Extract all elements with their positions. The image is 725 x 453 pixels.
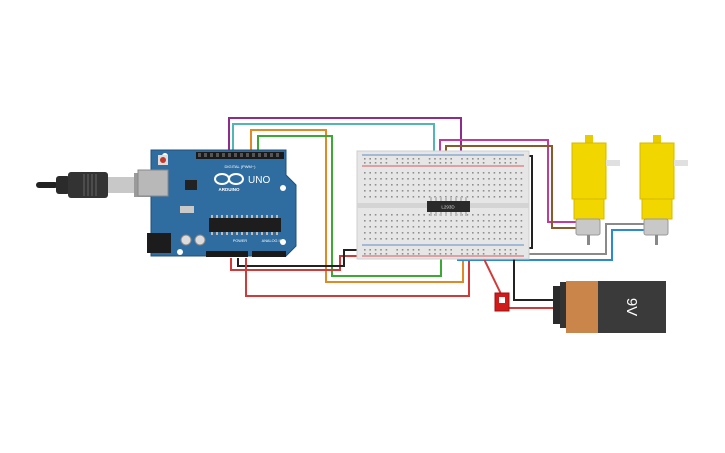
wire-magenta-m1 — [439, 139, 576, 223]
wire-purple — [228, 117, 462, 152]
breadboard-holes — [364, 158, 523, 255]
atmega-chip — [209, 218, 281, 232]
wire-red-bottom — [245, 232, 470, 297]
analog-header — [252, 251, 286, 257]
slide-switch[interactable] — [494, 292, 510, 312]
arduino-board[interactable]: ARDUINO UNO DIGITAL (PWM~) — [137, 149, 297, 257]
arduino-brand-text: UNO — [248, 175, 270, 186]
motor-2[interactable] — [639, 135, 688, 245]
motor-1[interactable] — [571, 135, 620, 245]
usb-cable-tail — [36, 182, 58, 188]
wire-black-batt — [513, 248, 556, 301]
wire-teal — [232, 123, 435, 152]
arduino-logo-text: ARDUINO — [219, 187, 240, 192]
battery-9v[interactable]: 9V — [553, 281, 666, 333]
analog-label: ANALOG IN — [262, 239, 283, 243]
wire-black-gnd — [237, 249, 366, 267]
infinity-logo-icon — [214, 173, 244, 185]
wire-green — [257, 135, 442, 277]
wire-red-5v — [230, 255, 362, 271]
digital-label: DIGITAL (PWM~) — [225, 164, 257, 169]
l293d-chip[interactable]: L293D — [427, 197, 470, 216]
battery-label: 9V — [623, 298, 640, 316]
power-label: POWER — [233, 239, 248, 243]
power-jack — [147, 233, 171, 253]
power-header — [206, 251, 248, 257]
ic-label: L293D — [441, 205, 455, 210]
wire-brown-m1 — [445, 145, 576, 229]
wire-orange — [250, 129, 464, 283]
